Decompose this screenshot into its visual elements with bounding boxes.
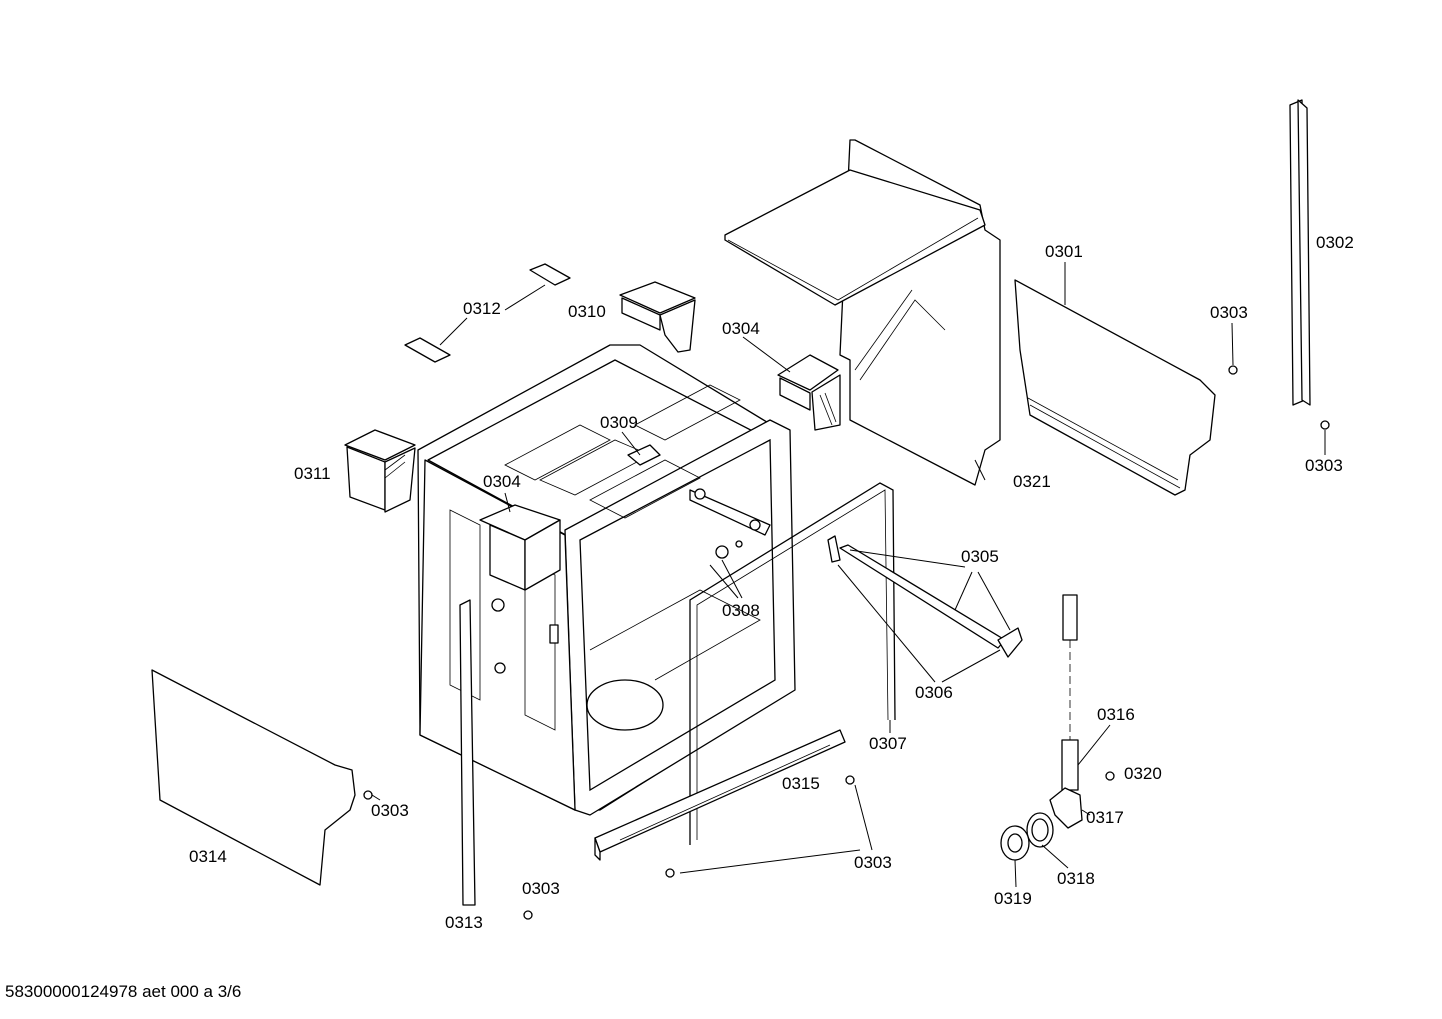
- label-0312: 0312: [463, 299, 501, 318]
- label-0318: 0318: [1057, 869, 1095, 888]
- part-0313-side-rail: [459, 599, 476, 906]
- part-0307-door-seal: [689, 482, 896, 845]
- part-0304-bracket-lower: [479, 504, 561, 591]
- label-0306: 0306: [915, 683, 953, 702]
- label-0321: 0321: [1013, 472, 1051, 491]
- label-0313: 0313: [445, 913, 483, 932]
- label-0304-b: 0304: [483, 472, 521, 491]
- part-0321-side-panel: [724, 139, 1001, 486]
- label-0319: 0319: [994, 889, 1032, 908]
- part-0310-hinge-block: [619, 281, 696, 353]
- label-0302: 0302: [1316, 233, 1354, 252]
- label-0315: 0315: [782, 774, 820, 793]
- label-0310: 0310: [568, 302, 606, 321]
- label-0303-d: 0303: [854, 853, 892, 872]
- label-0314: 0314: [189, 847, 227, 866]
- part-0311-hinge-block: [344, 429, 416, 513]
- screws: [363, 365, 1330, 920]
- label-0303-b: 0303: [1305, 456, 1343, 475]
- label-0320: 0320: [1124, 764, 1162, 783]
- label-0304-a: 0304: [722, 319, 760, 338]
- leader-lines: [371, 262, 1326, 888]
- part-0314-side-panel: [151, 669, 356, 886]
- label-0317: 0317: [1086, 808, 1124, 827]
- label-0303-c: 0303: [371, 801, 409, 820]
- part-0315-bottom-rail: [594, 729, 846, 861]
- label-0305: 0305: [961, 547, 999, 566]
- label-0307: 0307: [869, 734, 907, 753]
- label-0303-a: 0303: [1210, 303, 1248, 322]
- label-0301: 0301: [1045, 242, 1083, 261]
- label-0308: 0308: [722, 601, 760, 620]
- label-0316: 0316: [1097, 705, 1135, 724]
- part-0312-clips: [404, 263, 571, 363]
- part-0301-rear-panel: [1014, 279, 1216, 496]
- part-labels: 0301 0302 0303 0303 0303 0303 0303 0304 …: [189, 233, 1354, 932]
- part-0302-vertical-strip: [1289, 99, 1311, 406]
- part-0305-tube-rod: [827, 535, 1023, 658]
- part-0304-bracket-upper: [777, 354, 841, 431]
- document-id-footer: 58300000124978 aet 000 a 3/6: [5, 982, 241, 1001]
- label-0309: 0309: [600, 413, 638, 432]
- label-0303-e: 0303: [522, 879, 560, 898]
- label-0311: 0311: [294, 464, 331, 483]
